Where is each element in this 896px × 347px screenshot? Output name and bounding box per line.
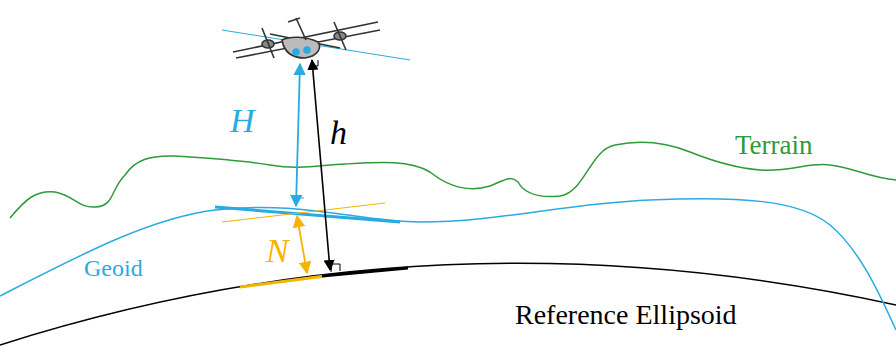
surface-label: Terrain: [735, 132, 813, 159]
height-symbol: N: [266, 234, 289, 268]
right-angle-mark: [331, 264, 340, 272]
orthometric-height-arrow: [296, 64, 300, 206]
surface-label: Geoid: [84, 256, 143, 280]
surface-label: Reference Ellipsoid: [515, 301, 737, 329]
geoid-height-arrow: [297, 216, 307, 273]
airplane: [233, 18, 380, 58]
ellipsoid-tangent-orange: [240, 276, 325, 287]
right-angle-mark: [296, 198, 304, 206]
normal-line: [222, 203, 385, 222]
geoid-curve: [0, 199, 896, 330]
height-symbol: H: [230, 104, 255, 138]
ellipsoidal-height-arrow: [312, 60, 330, 270]
ellipsoid-tangent-black: [322, 268, 408, 276]
height-symbol: h: [330, 116, 347, 150]
right-angle-mark: [312, 60, 318, 66]
